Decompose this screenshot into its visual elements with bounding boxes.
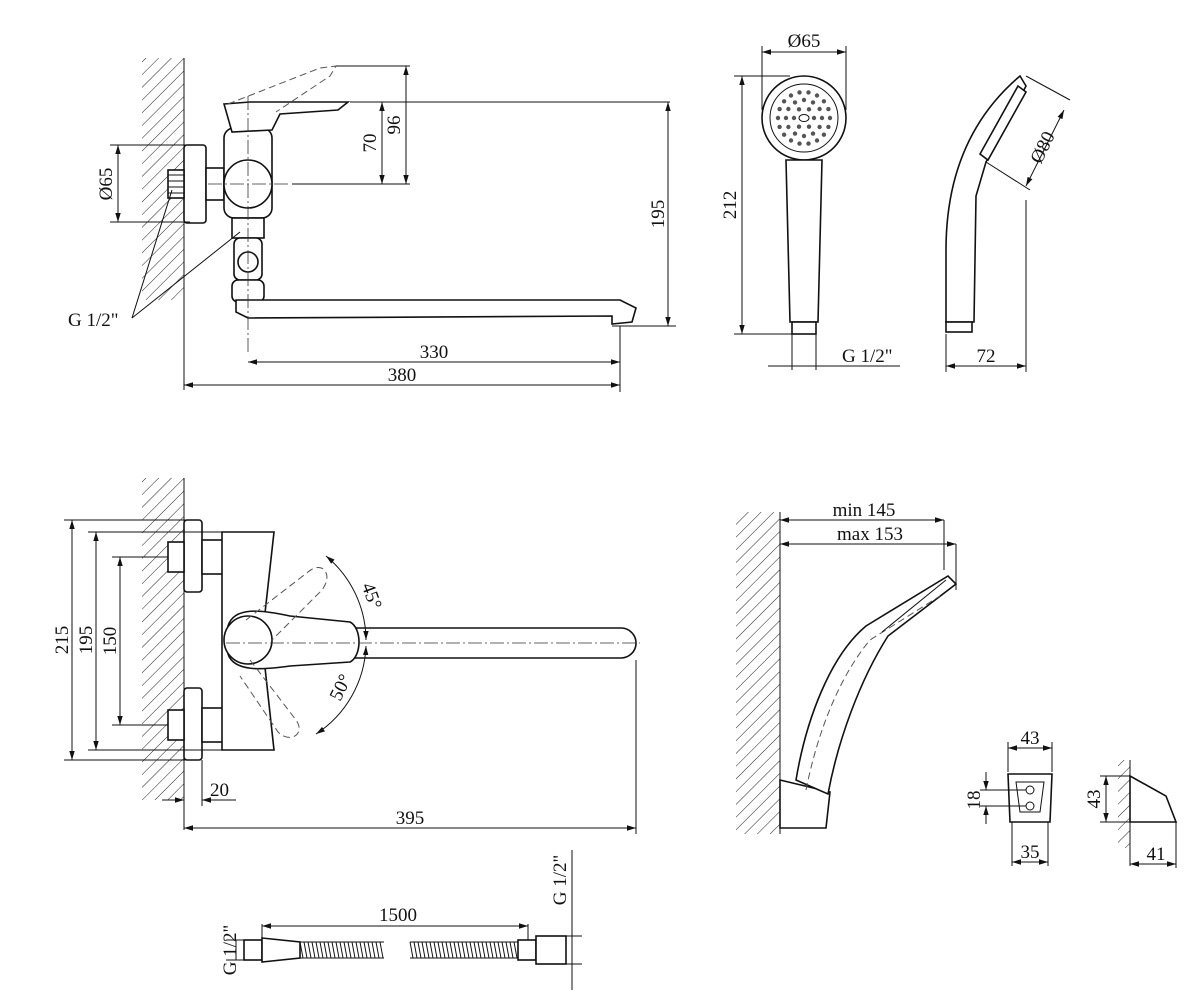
front-dim-212: 212: [720, 191, 741, 220]
front-dim-65: Ø65: [788, 31, 821, 52]
faucet-top-view: 45° 50° 215 195 150 20 395: [52, 478, 640, 834]
top-dim-150: 150: [100, 627, 121, 656]
bracket-dim-41: 41: [1147, 844, 1166, 865]
shower-handle: [785, 159, 823, 323]
top-dim-215: 215: [52, 626, 73, 655]
bracket-dim-43: 43: [1021, 728, 1040, 749]
top-dim-20: 20: [210, 780, 229, 801]
bracket-side-body: [1129, 774, 1178, 823]
side-dim-65: Ø65: [96, 168, 117, 201]
shower-thread: [791, 321, 817, 335]
shower-alt-position: [805, 595, 941, 791]
wall-hatch-top: [142, 478, 184, 800]
faucet-side-view: Ø65 70 96 195 330 380 G 1/2": [68, 58, 676, 392]
bracket-front: 43 18 35: [964, 728, 1053, 866]
lever: [222, 101, 351, 133]
bracket-front-body: [1007, 773, 1053, 823]
shower-face: [761, 75, 847, 161]
side-dim-96: 96: [384, 116, 405, 135]
wall-flange: [183, 144, 207, 224]
bracket-dim-43-side: 43: [1084, 790, 1105, 809]
hose-coils: [299, 941, 518, 959]
bracket-dim-35: 35: [1021, 842, 1040, 863]
hose-left-nut: [243, 939, 263, 961]
hose-left-cone: [261, 937, 301, 963]
wall-holder-view: min 145 max 153: [736, 500, 958, 834]
bracket-dim-18: 18: [964, 791, 985, 810]
hose-thread-right: G 1/2": [550, 855, 571, 906]
hose-thread-left: G 1/2": [220, 925, 241, 976]
top-dim-395: 395: [396, 808, 425, 829]
top-angle-50: 50°: [326, 671, 357, 704]
side-dim-70: 70: [360, 134, 381, 153]
shower-head-front: Ø65 212 G 1/2": [720, 31, 900, 370]
side-dim-380: 380: [388, 365, 417, 386]
spout: [235, 299, 637, 325]
top-dim-195: 195: [76, 626, 97, 655]
side-thread-label: G 1/2": [68, 310, 119, 331]
hose-dim-1500: 1500: [379, 905, 417, 926]
holder-max-label: max 153: [837, 524, 903, 545]
shower-side-body: [945, 74, 1027, 323]
side-dim-195: 195: [648, 200, 669, 229]
hose-right-nut: [517, 939, 537, 961]
shower-in-holder: [795, 574, 958, 796]
spray-holes: [775, 90, 833, 146]
bracket-side: 43 41: [1084, 760, 1178, 868]
side-dim-80: Ø80: [1026, 128, 1059, 167]
shower-hose: 1500 G 1/2" G 1/2": [220, 850, 582, 990]
holder-min-label: min 145: [833, 500, 896, 521]
side-dim-330: 330: [420, 342, 449, 363]
front-thread-label: G 1/2": [842, 346, 893, 367]
side-dim-72: 72: [977, 346, 996, 367]
hose-right-fitting: [535, 935, 567, 965]
shower-head-side: Ø80 72: [945, 74, 1071, 372]
wall-hatch-holder: [736, 512, 780, 834]
